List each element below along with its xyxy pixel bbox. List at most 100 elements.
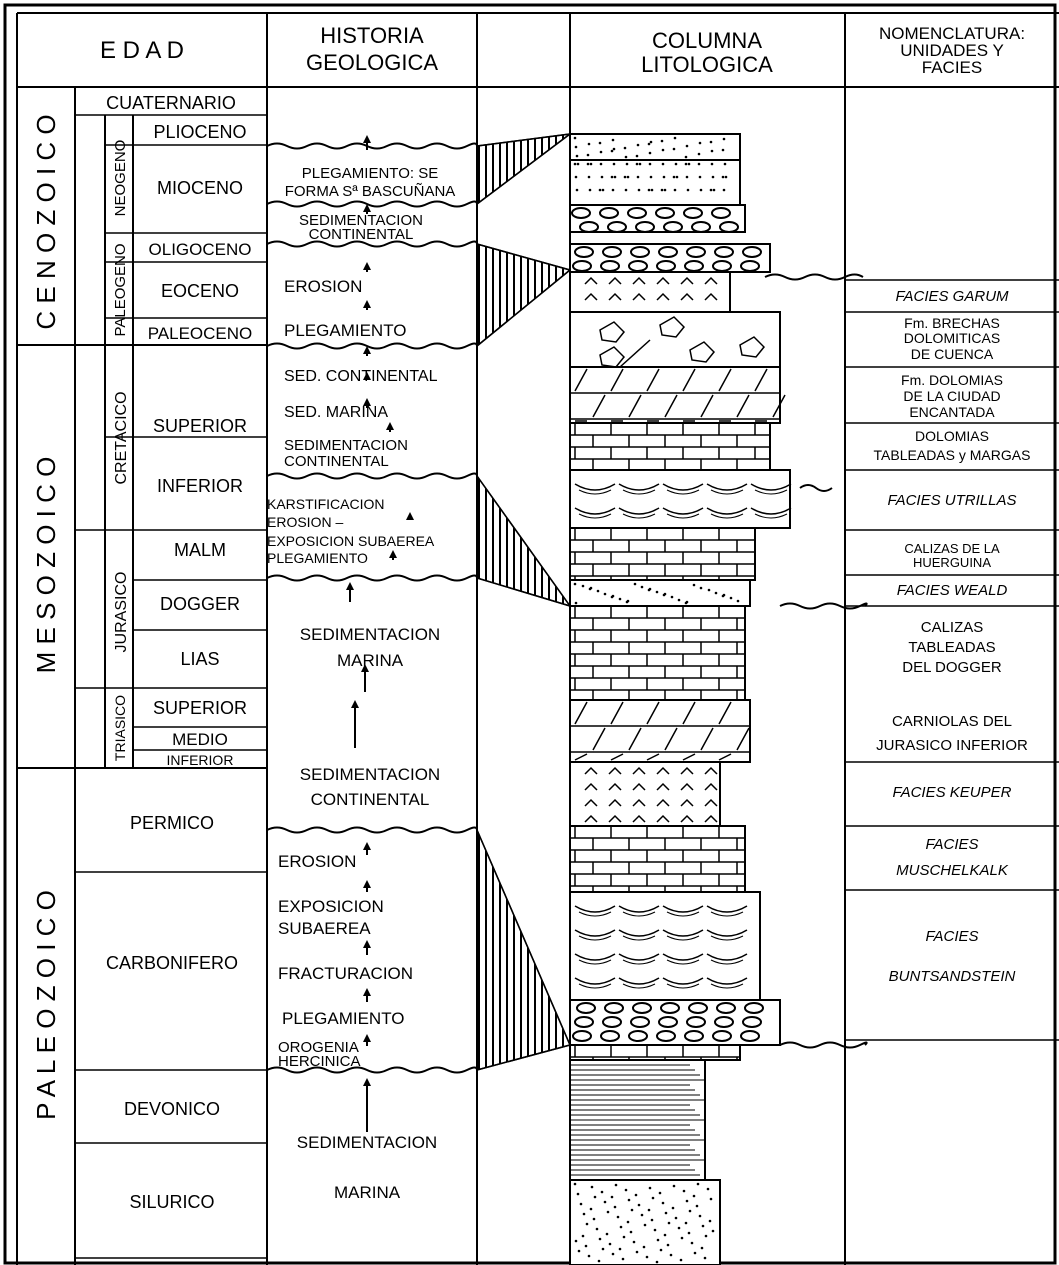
arrow-up-icon <box>363 262 371 272</box>
period-eoceno: EOCENO <box>161 281 239 301</box>
history-arrows <box>346 135 414 1132</box>
history-erosion-2: EROSION – <box>267 514 343 530</box>
nom-calizas-2: TABLEADAS <box>908 639 995 656</box>
history-sed-continental: SED. CONTINENTAL <box>284 368 438 385</box>
litho-layer-brick <box>569 422 771 471</box>
nom-dolomias-3: ENCANTADA <box>909 404 995 420</box>
litho-layer-brick <box>569 825 746 893</box>
nomenclature-waves <box>764 273 868 1049</box>
arrow-up-icon <box>363 988 371 1002</box>
history-plegamiento-3: PLEGAMIENTO <box>284 321 407 340</box>
litho-layer-pebble <box>569 999 781 1046</box>
nom-tableadas-1: DOLOMIAS <box>915 428 989 444</box>
arrow-up-icon <box>361 664 369 692</box>
arrow-up-icon <box>363 300 371 310</box>
system-paleogeno: PALEOGENO <box>112 243 129 336</box>
history-marina-final: MARINA <box>334 1183 401 1202</box>
nom-carniolas-1: CARNIOLAS DEL <box>892 713 1012 730</box>
history-sedimentacion-1: SEDIMENTACION <box>284 437 408 454</box>
nom-huerguina-1: CALIZAS DE LA <box>904 541 1000 556</box>
nom-muschelkalk-2: MUSCHELKALK <box>896 862 1009 879</box>
litho-layer-marl <box>569 761 721 827</box>
litho-layer-marl <box>569 271 731 313</box>
period-silurico: SILURICO <box>129 1192 214 1212</box>
nom-brechas-2: DOLOMITICAS <box>904 330 1000 346</box>
litho-layer-cross <box>569 891 761 1001</box>
header-columna-2: LITOLOGICA <box>641 52 773 77</box>
arrow-up-icon <box>363 135 371 150</box>
litho-layer-pebble <box>569 204 746 233</box>
nom-carniolas-2: JURASICO INFERIOR <box>876 737 1028 754</box>
history-plegamiento-5: PLEGAMIENTO <box>282 1009 405 1028</box>
period-triasico-medio: MEDIO <box>172 730 228 749</box>
period-dogger: DOGGER <box>160 594 240 614</box>
nomenclature-boundaries <box>845 279 1059 1041</box>
nom-brechas-3: DE CUENCA <box>911 346 994 362</box>
nom-dolomias-2: DE LA CIUDAD <box>903 388 1000 404</box>
nom-calizas-3: DEL DOGGER <box>902 659 1002 676</box>
era-paleozoico: P A L E O Z O I C O <box>31 890 61 1120</box>
history-sed-marina: SED. MARINA <box>284 404 388 421</box>
history-fracturacion: FRACTURACION <box>278 964 413 983</box>
history-plegamiento-1: PLEGAMIENTO: SE <box>302 165 438 182</box>
period-devonico: DEVONICO <box>124 1099 220 1119</box>
outer-frame <box>3 3 1057 1265</box>
litho-layer-sand <box>569 133 741 161</box>
arrow-up-icon <box>363 1034 371 1046</box>
litho-layer-brick <box>569 1044 741 1061</box>
correlation-lines <box>476 133 571 1071</box>
litho-layer-dolo <box>569 699 751 763</box>
nom-calizas-1: CALIZAS <box>921 619 984 636</box>
history-sed-cont-1: SEDIMENTACION <box>299 212 423 229</box>
period-cuaternario: CUATERNARIO <box>106 93 236 113</box>
history-sed-cont-2: CONTINENTAL <box>309 226 414 243</box>
history-karstificacion: KARSTIFICACION <box>267 496 384 512</box>
litho-layer-pebble <box>569 243 771 273</box>
history-sed-cont-4: CONTINENTAL <box>311 790 430 809</box>
period-lias: LIAS <box>180 649 219 669</box>
history-erosion-3: EROSION <box>278 852 356 871</box>
arrow-up-icon <box>363 346 371 356</box>
history-orogenia: OROGENIA <box>278 1039 359 1056</box>
nom-utrillas: FACIES UTRILLAS <box>888 492 1017 509</box>
period-boundaries <box>75 114 267 1259</box>
header-columna-1: COLUMNA <box>652 28 762 53</box>
history-exposicion-2: EXPOSICION <box>278 897 384 916</box>
nom-buntsandstein-2: BUNTSANDSTEIN <box>889 968 1016 985</box>
arrow-up-icon <box>351 700 359 748</box>
header-historia-1: HISTORIA <box>320 23 424 48</box>
arrow-up-icon <box>363 372 371 380</box>
header-nomenclatura-1: NOMENCLATURA: <box>879 24 1025 43</box>
period-malm: MALM <box>174 540 226 560</box>
litho-layer-shale <box>569 1059 706 1181</box>
arrow-up-icon <box>363 842 371 855</box>
history-sed-marina-2: MARINA <box>337 651 404 670</box>
system-triasico: TRIASICO <box>112 695 128 761</box>
arrow-up-icon <box>389 550 397 560</box>
history-exposicion-1: EXPOSICION SUBAEREA <box>267 533 435 549</box>
arrow-up-icon <box>406 512 414 520</box>
litho-layer-brick <box>569 527 756 581</box>
nom-tableadas-2: TABLEADAS y MARGAS <box>874 447 1031 463</box>
litho-layer-sand <box>569 1179 721 1265</box>
history-plegamiento-2: FORMA Sª BASCUÑANA <box>285 183 456 200</box>
period-plioceno: PLIOCENO <box>153 122 246 142</box>
nom-garum: FACIES GARUM <box>895 288 1009 305</box>
nom-dolomias-1: Fm. DOLOMIAS <box>901 372 1003 388</box>
litho-layer-sand <box>569 579 751 607</box>
nom-buntsandstein-1: FACIES <box>925 928 978 945</box>
history-sed-cont-3: SEDIMENTACION <box>300 765 440 784</box>
unconformity-waves <box>266 142 478 1074</box>
litho-layer-sand <box>569 159 741 206</box>
system-cretacico: CRETACICO <box>113 391 130 484</box>
era-mesozoico: M E S O Z O I C O <box>31 457 61 674</box>
history-sedimentacion-final: SEDIMENTACION <box>297 1133 437 1152</box>
period-oligoceno: OLIGOCENO <box>149 240 252 259</box>
history-continental-1: CONTINENTAL <box>284 453 389 470</box>
arrow-up-icon <box>363 1078 371 1132</box>
history-erosion: EROSION <box>284 277 362 296</box>
nom-muschelkalk-1: FACIES <box>925 836 978 853</box>
litho-layer-brick <box>569 605 746 701</box>
